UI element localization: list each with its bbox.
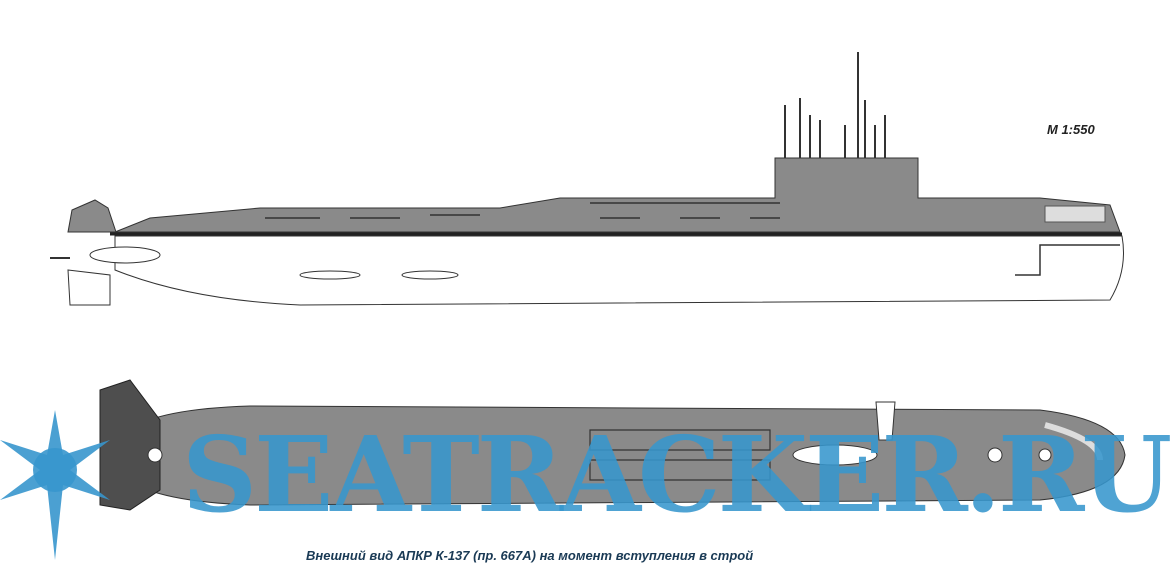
top-sail-fin — [875, 401, 896, 441]
drawing-caption: Внешний вид АПКР К-137 (пр. 667А) на мом… — [306, 548, 754, 563]
side-view — [50, 52, 1124, 306]
top-view — [99, 379, 1126, 511]
top-stern-fin — [99, 379, 161, 511]
watermark-logo-icon — [0, 410, 110, 560]
side-hull-upper — [114, 157, 1121, 233]
scale-label: M 1:550 — [1047, 122, 1095, 137]
side-hull-lower — [114, 235, 1124, 306]
masts — [784, 52, 886, 158]
side-lower-rudder — [67, 269, 111, 306]
watermark-text: SEATRACKER.RU — [182, 413, 1172, 536]
top-hull — [111, 405, 1126, 506]
side-upper-rudder — [67, 199, 117, 233]
